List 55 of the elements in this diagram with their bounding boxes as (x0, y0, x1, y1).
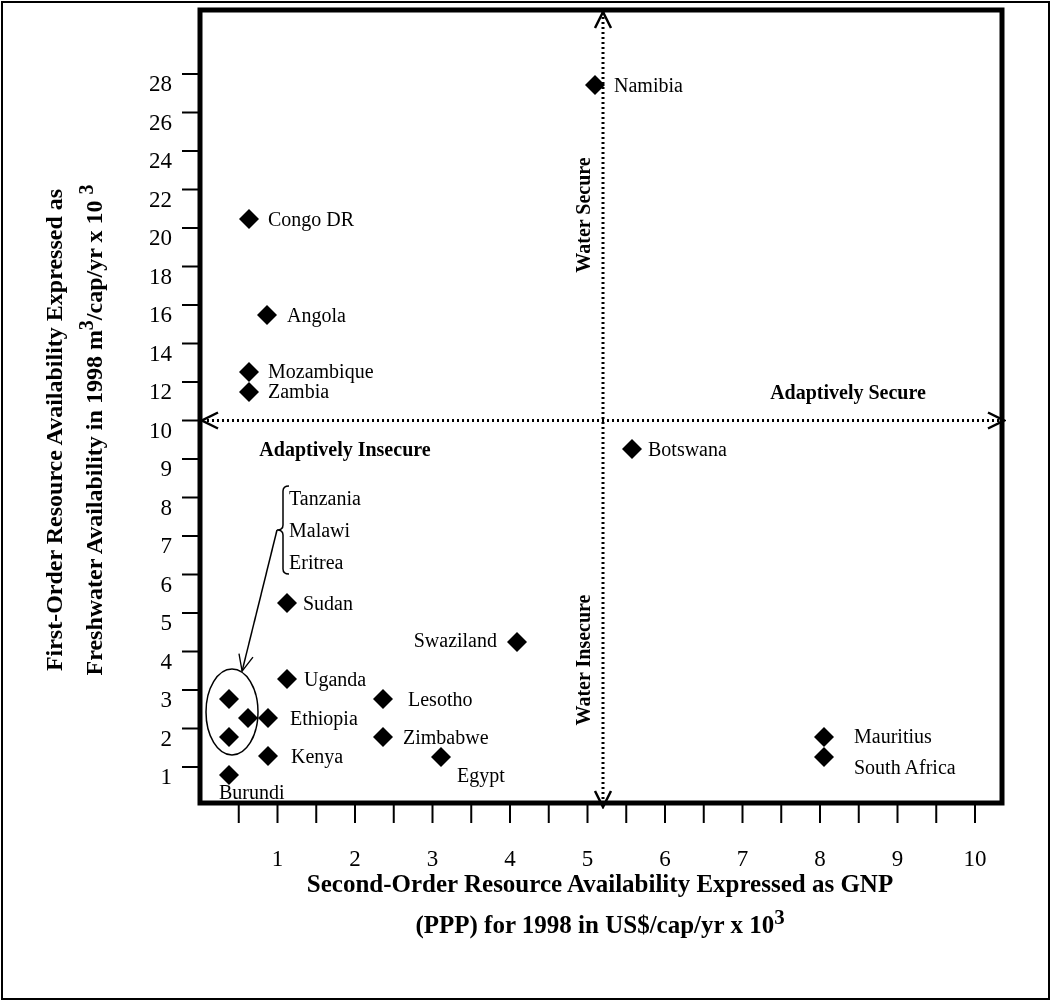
point-label: Angola (287, 305, 346, 325)
point-label: Egypt (457, 765, 505, 785)
point-label: Uganda (304, 669, 367, 689)
point-label: Kenya (291, 746, 344, 766)
tick-label: 7 (736, 846, 749, 870)
leader-arrow (238, 529, 278, 672)
tick-label: 9 (160, 456, 172, 480)
tick-label: 7 (160, 533, 172, 557)
axis-title: Second-Order Resource Availability Expressed as GNP (PPP) for 1998 in US$/cap/yr x 10$^{3}$ (305, 869, 895, 941)
point-label: Mauritius (854, 726, 932, 746)
tick-label: 10 (963, 846, 987, 870)
point-label: Zimbabwe (403, 727, 489, 747)
tick-label: 12 (149, 379, 172, 403)
quadrant-label: Adaptively Insecure (259, 439, 431, 459)
quadrant-label: Water Secure (573, 157, 593, 273)
tick-label: 20 (149, 225, 172, 249)
tick-label: 5 (160, 610, 172, 634)
tick-label: 16 (149, 302, 172, 326)
tick-label: 10 (149, 418, 172, 441)
quadrant-label: Adaptively Secure (770, 382, 926, 402)
tick-label: 6 (160, 572, 172, 595)
point-label: Zambia (268, 381, 330, 401)
tick-label: 24 (149, 148, 172, 172)
point-label: Ethiopia (290, 708, 358, 728)
country-name: Eritrea (289, 550, 344, 575)
country-name: Tanzania (289, 486, 361, 511)
tick-label: 3 (160, 687, 172, 711)
tick-label: 5 (581, 846, 594, 870)
tick-label: 6 (659, 846, 671, 870)
tick-label: 8 (160, 495, 172, 518)
point-label: Mozambique (268, 361, 374, 381)
tick-label: 2 (349, 846, 361, 870)
tick-label: 8 (814, 846, 826, 870)
country-name: Malawi (289, 518, 351, 543)
tick-label: 2 (160, 726, 172, 749)
tick-label: 18 (149, 264, 172, 287)
tick-label: 1 (271, 846, 284, 870)
quadrant-label: Water Insecure (573, 594, 593, 726)
tick-label: 3 (426, 846, 439, 870)
tick-label: 28 (149, 71, 172, 95)
point-label: South Africa (854, 757, 956, 777)
point-label: Congo DR (268, 209, 355, 229)
point-label: Swaziland (413, 630, 497, 650)
point-label: Sudan (303, 593, 353, 613)
point-label: Burundi (219, 782, 285, 802)
tick-label: 14 (149, 341, 172, 364)
tick-label: 4 (160, 649, 172, 672)
tick-label: 4 (504, 846, 516, 870)
tick-label: 22 (149, 187, 172, 210)
tick-label: 1 (160, 764, 172, 788)
tick-label: 9 (891, 846, 904, 870)
point-label: Lesotho (408, 689, 473, 709)
point-label: Botswana (648, 439, 727, 459)
point-label: Namibia (614, 75, 683, 95)
tick-label: 26 (149, 110, 172, 133)
